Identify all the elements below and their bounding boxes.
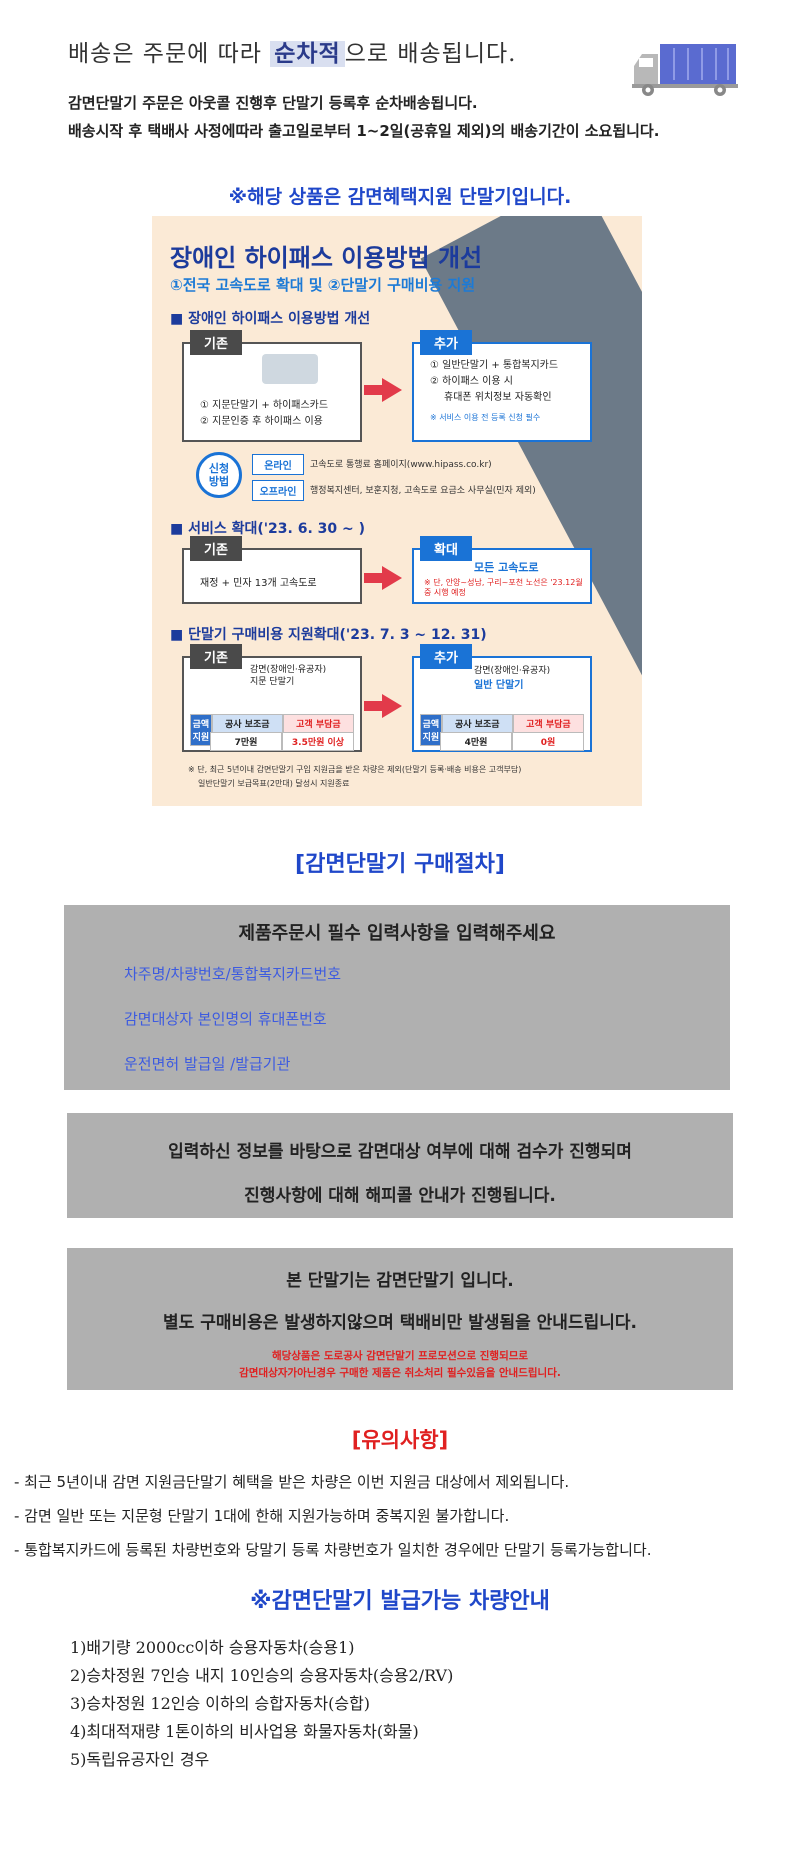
poster-subtitle: ①전국 고속도로 확대 및 ②단말기 구매비용 지원 bbox=[170, 276, 476, 294]
arrow-right-icon bbox=[364, 378, 402, 402]
free-device-box: 본 단말기는 감면단말기 입니다. 별도 구매비용은 발생하지않으며 택배비만 … bbox=[67, 1248, 733, 1390]
new-device-title: 감면(장애인·유공자) bbox=[474, 666, 551, 676]
old-cost-box: 기존 감면(장애인·유공자) 지문 단말기 금액지원 공사 보조금 고객 부담금… bbox=[182, 644, 362, 752]
new-cost-value-row: 4만원 0원 bbox=[440, 732, 584, 751]
new-customer-cell: 0원 bbox=[512, 732, 584, 751]
purchase-procedure-heading: [감면단말기 구매절차] bbox=[295, 852, 505, 877]
free-line-1: 본 단말기는 감면단말기 입니다. bbox=[286, 1271, 514, 1291]
old-subsidy-cell: 7만원 bbox=[210, 732, 282, 751]
required-item: 차주명/차량번호/통합복지카드번호 bbox=[124, 965, 342, 983]
offline-text: 행정복지센터, 보훈지청, 고속도로 요금소 사무실(민자 제외) bbox=[310, 486, 536, 496]
vehicle-item: 2)승차정원 7인승 내지 10인승의 승용자동차(승용2/RV) bbox=[70, 1666, 454, 1685]
cost-label-cell: 금액지원 bbox=[420, 714, 442, 746]
required-item: 감면대상자 본인명의 휴대폰번호 bbox=[124, 1010, 327, 1028]
vehicle-item: 5)독립유공자인 경우 bbox=[70, 1750, 210, 1769]
order-info-line: 감면단말기 주문은 아웃콜 진행후 단말기 등록후 순차배송됩니다. bbox=[68, 94, 478, 112]
added-usage-line-1: ① 일반단말기 + 통합복지카드 bbox=[430, 360, 559, 371]
cost-label-cell: 금액지원 bbox=[190, 714, 212, 746]
existing-roads-text: 재정 + 민자 13개 고속도로 bbox=[200, 578, 317, 589]
poster-section-expand: ■ 서비스 확대('23. 6. 30 ~ ) bbox=[170, 521, 366, 537]
delivery-title-before: 배송은 주문에 따라 bbox=[68, 41, 271, 67]
eligible-vehicle-heading: ※감면단말기 발급가능 차량안내 bbox=[250, 1589, 550, 1614]
delivery-period-line: 배송시작 후 택배사 사정에따라 출고일로부터 1~2일(공휴일 제외)의 배송… bbox=[68, 122, 660, 140]
delivery-title-highlight: 순차적 bbox=[270, 41, 345, 67]
truck-icon bbox=[632, 44, 738, 96]
required-input-box: 제품주문시 필수 입력사항을 입력해주세요 차주명/차량번호/통합복지카드번호 … bbox=[64, 905, 730, 1090]
expanded-roads-note: ※ 단, 안양~성남, 구리~포천 노선은 '23.12월 중 시행 예정 bbox=[424, 578, 583, 597]
vehicle-item: 1)배기량 2000cc이하 승용자동차(승용1) bbox=[70, 1638, 355, 1657]
add-tag: 추가 bbox=[420, 644, 472, 669]
delivery-title-after: 으로 배송됩니다. bbox=[344, 41, 517, 67]
old-cost-header-row: 금액지원 공사 보조금 고객 부담금 bbox=[190, 714, 354, 746]
poster-title: 장애인 하이패스 이용방법 개선 bbox=[170, 244, 483, 272]
old-device-title: 감면(장애인·유공자) 지문 단말기 bbox=[250, 665, 327, 687]
old-cost-value-row: 7만원 3.5만원 이상 bbox=[210, 732, 354, 751]
required-input-title: 제품주문시 필수 입력사항을 입력해주세요 bbox=[238, 923, 556, 944]
online-text: 고속도로 통행료 홈페이지(www.hipass.co.kr) bbox=[310, 460, 492, 470]
existing-usage-box: 기존 ① 지문단말기 + 하이패스카드 ② 지문인증 후 하이패스 이용 bbox=[182, 330, 362, 442]
review-info-box: 입력하신 정보를 바탕으로 감면대상 여부에 대해 검수가 진행되며 진행사항에… bbox=[67, 1113, 733, 1218]
poster-section-usage: ■ 장애인 하이패스 이용방법 개선 bbox=[170, 311, 371, 327]
add-tag: 추가 bbox=[420, 330, 472, 355]
caution-item: - 최근 5년이내 감면 지원금단말기 혜택을 받은 차량은 이번 지원금 대상… bbox=[14, 1473, 570, 1491]
fingerprint-device-icon bbox=[262, 354, 318, 384]
free-line-2: 별도 구매비용은 발생하지않으며 택배비만 발생됨을 안내드립니다. bbox=[163, 1313, 637, 1333]
required-item: 운전면허 발급일 /발급기관 bbox=[124, 1055, 291, 1073]
old-customer-cell: 3.5만원 이상 bbox=[282, 732, 354, 751]
arrow-right-icon bbox=[364, 566, 402, 590]
new-cost-box: 추가 감면(장애인·유공자) 일반 단말기 금액지원 공사 보조금 고객 부담금… bbox=[412, 644, 592, 752]
review-line-1: 입력하신 정보를 바탕으로 감면대상 여부에 대해 검수가 진행되며 bbox=[168, 1142, 632, 1162]
existing-tag: 기존 bbox=[190, 644, 242, 669]
cancel-warning-2: 감면대상자가아닌경우 구매한 제품은 취소처리 필수있음을 안내드립니다. bbox=[239, 1367, 561, 1379]
existing-tag: 기존 bbox=[190, 330, 242, 355]
vehicle-item: 4)최대적재량 1톤이하의 비사업용 화물자동차(화물) bbox=[70, 1722, 419, 1741]
review-line-2: 진행사항에 대해 해피콜 안내가 진행됩니다. bbox=[244, 1186, 556, 1206]
vehicle-item: 3)승차정원 12인승 이하의 승합자동차(승합) bbox=[70, 1694, 371, 1713]
existing-roads-box: 기존 재정 + 민자 13개 고속도로 bbox=[182, 536, 362, 604]
existing-usage-line-2: ② 지문인증 후 하이패스 이용 bbox=[200, 416, 323, 427]
apply-method-badge: 신청방법 bbox=[196, 452, 242, 498]
offline-label: 오프라인 bbox=[252, 480, 304, 501]
support-notice: ※해당 상품은 감면혜택지원 단말기입니다. bbox=[228, 186, 572, 208]
existing-usage-line-1: ① 지문단말기 + 하이패스카드 bbox=[200, 400, 329, 411]
expanded-roads-text: 모든 고속도로 bbox=[474, 561, 539, 574]
arrow-right-icon bbox=[364, 694, 402, 718]
caution-heading: [유의사항] bbox=[351, 1428, 449, 1452]
caution-item: - 감면 일반 또는 지문형 단말기 1대에 한해 지원가능하며 중복지원 불가… bbox=[14, 1507, 510, 1525]
added-usage-line-3: 휴대폰 위치정보 자동확인 bbox=[444, 392, 552, 403]
added-usage-line-2: ② 하이패스 이용 시 bbox=[430, 376, 513, 387]
cancel-warning-1: 해당상품은 도로공사 감면단말기 프로모션으로 진행되므로 bbox=[271, 1350, 529, 1362]
existing-tag: 기존 bbox=[190, 536, 242, 561]
added-usage-note: ※ 서비스 이용 전 등록 신청 필수 bbox=[430, 413, 541, 422]
added-usage-box: 추가 ① 일반단말기 + 통합복지카드 ② 하이패스 이용 시 휴대폰 위치정보… bbox=[412, 330, 592, 442]
poster-footnote-1: ※ 단, 최근 5년이내 감면단말기 구입 지원금을 받은 차량은 제외(단말기… bbox=[188, 765, 522, 774]
hipass-poster: 장애인 하이패스 이용방법 개선 ①전국 고속도로 확대 및 ②단말기 구매비용… bbox=[152, 216, 642, 806]
new-subsidy-cell: 4만원 bbox=[440, 732, 512, 751]
poster-footnote-2: 일반단말기 보급목표(2만대) 달성시 지원종료 bbox=[198, 779, 350, 788]
expanded-roads-box: 확대 모든 고속도로 ※ 단, 안양~성남, 구리~포천 노선은 '23.12월… bbox=[412, 536, 592, 604]
new-device-sub: 일반 단말기 bbox=[474, 680, 524, 691]
caution-item: - 통합복지카드에 등록된 차량번호와 당말기 등록 차량번호가 일치한 경우에… bbox=[14, 1541, 652, 1559]
expand-tag: 확대 bbox=[420, 536, 472, 561]
online-label: 온라인 bbox=[252, 454, 304, 475]
poster-section-cost: ■ 단말기 구매비용 지원확대('23. 7. 3 ~ 12. 31) bbox=[170, 627, 487, 643]
